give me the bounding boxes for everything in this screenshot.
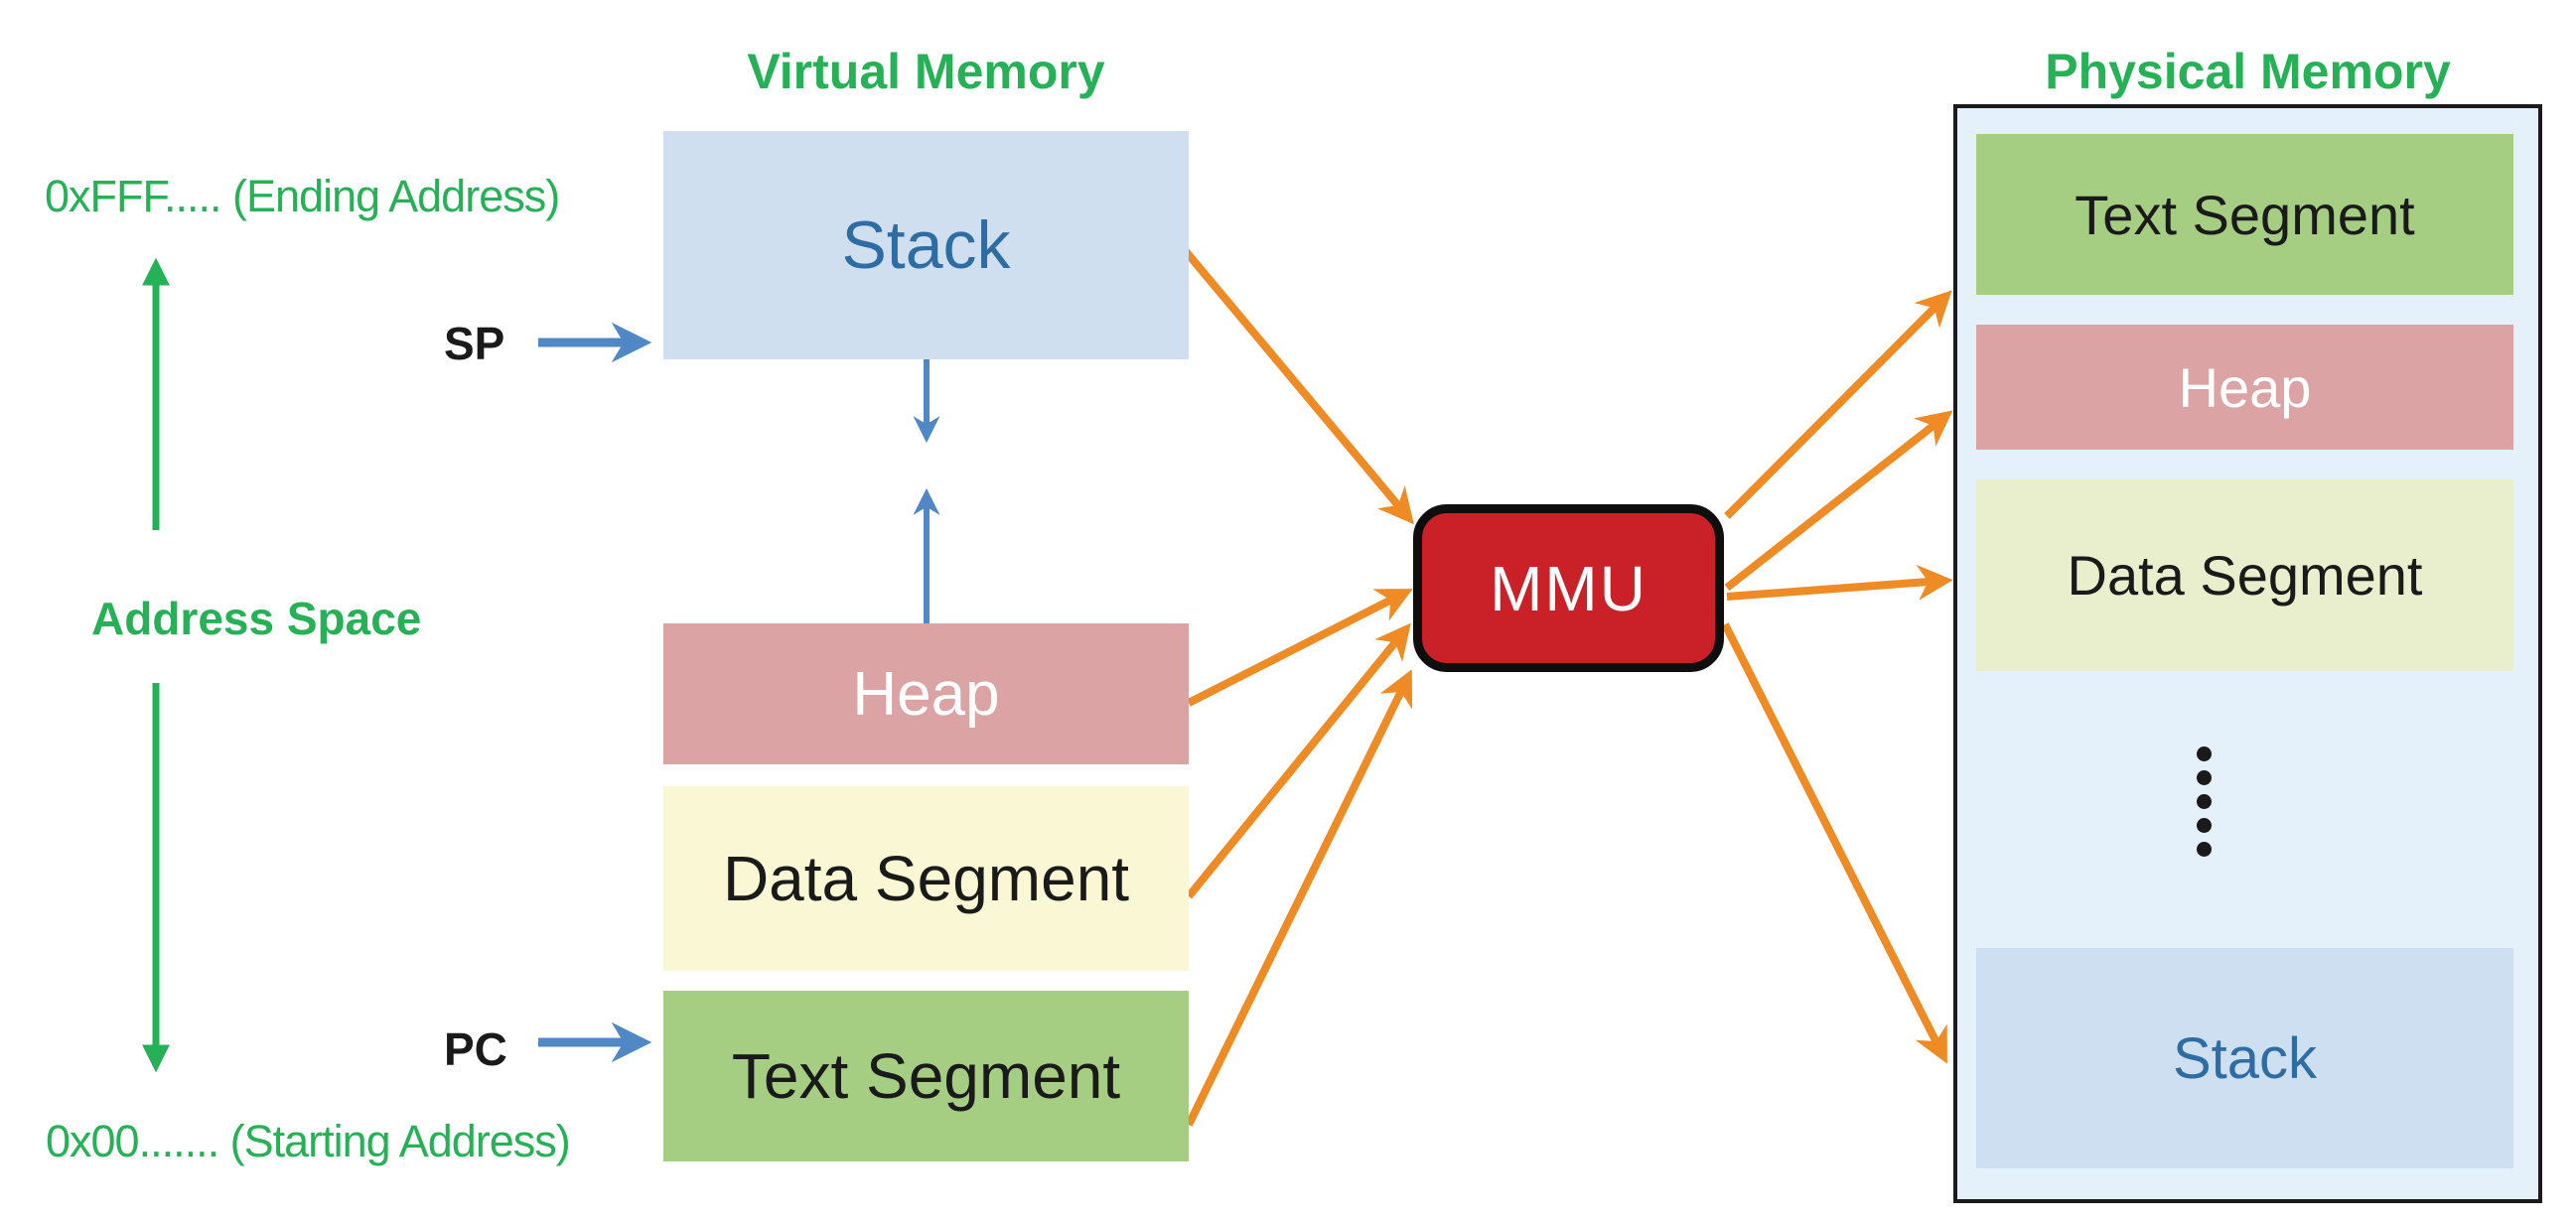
ellipsis-dot — [2197, 842, 2212, 857]
virtual-stack-box: Stack — [663, 131, 1189, 359]
virtual-stack-label: Stack — [841, 207, 1011, 283]
virtual-heap-box: Heap — [663, 623, 1189, 764]
starting-address-label: 0x00....... (Starting Address) — [46, 1116, 571, 1166]
virtual-text-segment-box: Text Segment — [663, 991, 1189, 1161]
physical-text-segment-box: Text Segment — [1976, 134, 2513, 295]
mmu-label: MMU — [1490, 552, 1647, 624]
physical-text-segment-label: Text Segment — [2075, 183, 2415, 246]
physical-data-segment-label: Data Segment — [2067, 544, 2423, 607]
arrow-heap-to-mmu — [1187, 589, 1413, 707]
arrow-data-to-mmu — [1185, 622, 1411, 899]
virtual-text-segment-label: Text Segment — [731, 1040, 1121, 1112]
ellipsis-dot — [2197, 747, 2212, 761]
pc-register-label: PC — [444, 1023, 507, 1075]
virtual-heap-label: Heap — [852, 659, 1000, 729]
virtual-data-segment-label: Data Segment — [722, 843, 1130, 914]
physical-heap-label: Heap — [2178, 355, 2312, 419]
arrow-mmu-to-phys-data — [1726, 564, 1953, 601]
physical-stack-box: Stack — [1976, 948, 2513, 1168]
arrow-text-to-mmu — [1185, 669, 1413, 1127]
sp-register-label: SP — [444, 318, 505, 369]
ellipsis-dot — [2197, 818, 2212, 833]
mmu-box: MMU — [1413, 504, 1724, 672]
arrow-mmu-to-phys-text — [1724, 290, 1952, 519]
virtual-memory-title: Virtual Memory — [747, 44, 1105, 99]
address-space-label: Address Space — [91, 593, 422, 644]
physical-stack-label: Stack — [2172, 1025, 2318, 1091]
arrow-mmu-to-phys-stack — [1721, 622, 1947, 1064]
physical-heap-box: Heap — [1976, 325, 2513, 450]
ellipsis-dot — [2197, 770, 2212, 785]
physical-data-segment-box: Data Segment — [1976, 479, 2513, 671]
ellipsis-dot — [2197, 794, 2212, 809]
arrow-stack-to-mmu — [1181, 247, 1414, 525]
vertical-ellipsis-icon — [2197, 747, 2212, 857]
ending-address-label: 0xFFF..... (Ending Address) — [45, 171, 560, 221]
virtual-data-segment-box: Data Segment — [663, 786, 1189, 971]
physical-memory-title: Physical Memory — [2045, 44, 2451, 99]
arrow-mmu-to-phys-heap — [1724, 410, 1953, 592]
